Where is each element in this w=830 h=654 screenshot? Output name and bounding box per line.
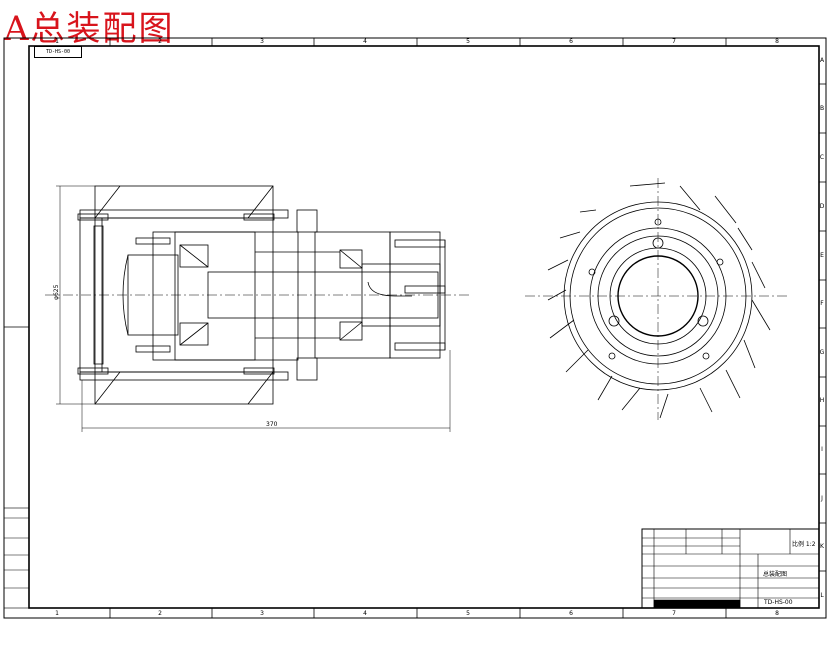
length-dimension-label: 370: [266, 421, 278, 428]
grid-column-label: 2: [158, 38, 162, 45]
grid-column-label: 6: [569, 610, 573, 617]
grid-row-label: K: [820, 543, 825, 550]
title-block-part-name: 总装配图: [763, 570, 787, 578]
grid-column-label: 7: [672, 38, 676, 45]
bottom-grid-ticks: [109, 608, 727, 618]
grid-row-label: L: [820, 592, 824, 599]
grid-row-label: G: [820, 349, 825, 356]
outer-border: [3, 37, 827, 619]
left-revision-strip: [3, 507, 30, 609]
drawing-title: A总装配图: [4, 9, 175, 49]
grid-row-label: I: [821, 446, 823, 453]
grid-column-label: 3: [260, 38, 264, 45]
grid-column-label: 8: [775, 38, 779, 45]
grid-column-label: 1: [55, 610, 59, 617]
top-grid-ticks: [109, 38, 727, 46]
grid-column-label: 3: [260, 610, 264, 617]
drawing-number-stamp: TD-HS-00: [34, 46, 82, 58]
inner-border: [28, 45, 820, 609]
title-block: [641, 528, 820, 609]
grid-row-label: A: [820, 57, 825, 64]
side-section-view: [45, 185, 470, 405]
grid-column-label: 1: [55, 38, 59, 45]
grid-column-label: 6: [569, 38, 573, 45]
grid-row-label: C: [820, 154, 824, 161]
grid-row-label: D: [820, 203, 825, 210]
front-view: [525, 178, 790, 420]
height-dimension-label: φ625: [53, 284, 60, 300]
grid-row-label: E: [820, 252, 824, 259]
title-block-drawing-no: TD-HS-00: [763, 599, 793, 606]
title-block-scale: 比例 1:2: [792, 540, 816, 548]
grid-row-label: B: [820, 105, 824, 112]
grid-row-label: J: [820, 495, 823, 502]
grid-column-label: 5: [466, 38, 470, 45]
grid-column-label: 4: [363, 38, 367, 45]
grid-column-label: 8: [775, 610, 779, 617]
grid-column-label: 2: [158, 610, 162, 617]
grid-column-label: 4: [363, 610, 367, 617]
right-grid-ticks: [819, 83, 826, 572]
grid-column-label: 5: [466, 610, 470, 617]
dimension-lines: [56, 185, 451, 432]
grid-row-label: H: [820, 397, 825, 404]
grid-column-label: 7: [672, 610, 676, 617]
grid-row-label: F: [820, 300, 824, 307]
